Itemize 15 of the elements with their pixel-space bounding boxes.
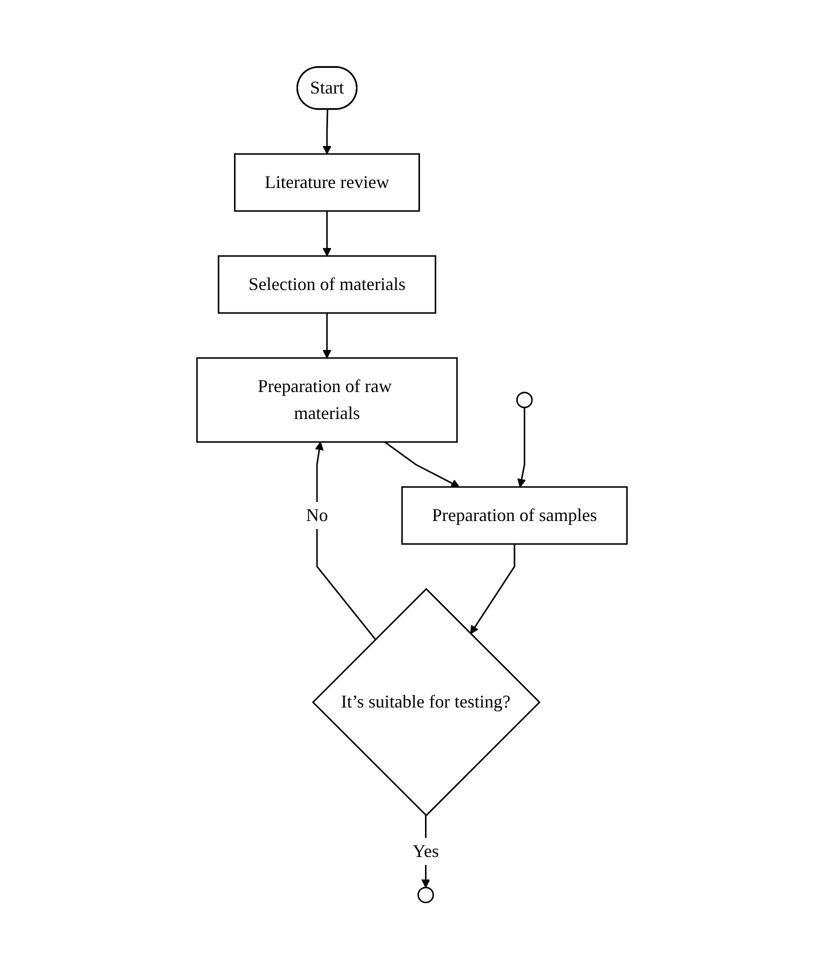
arrow xyxy=(516,407,526,488)
arrow xyxy=(322,210,331,256)
arrow xyxy=(470,544,515,634)
edge-label: No xyxy=(306,504,328,525)
node-box: Literature review xyxy=(234,153,420,212)
node-box: Selection of materials xyxy=(217,255,436,314)
node-box: Preparation of raw materials xyxy=(196,357,458,442)
node-box: Preparation of samples xyxy=(400,486,628,544)
node-circle xyxy=(516,392,532,408)
node-circle xyxy=(417,886,434,903)
arrow xyxy=(322,312,331,358)
arrow xyxy=(322,109,331,154)
node-diamond: It’s suitable for testing? xyxy=(311,588,540,816)
arrow xyxy=(384,441,460,488)
edge-label: Yes xyxy=(412,840,438,861)
